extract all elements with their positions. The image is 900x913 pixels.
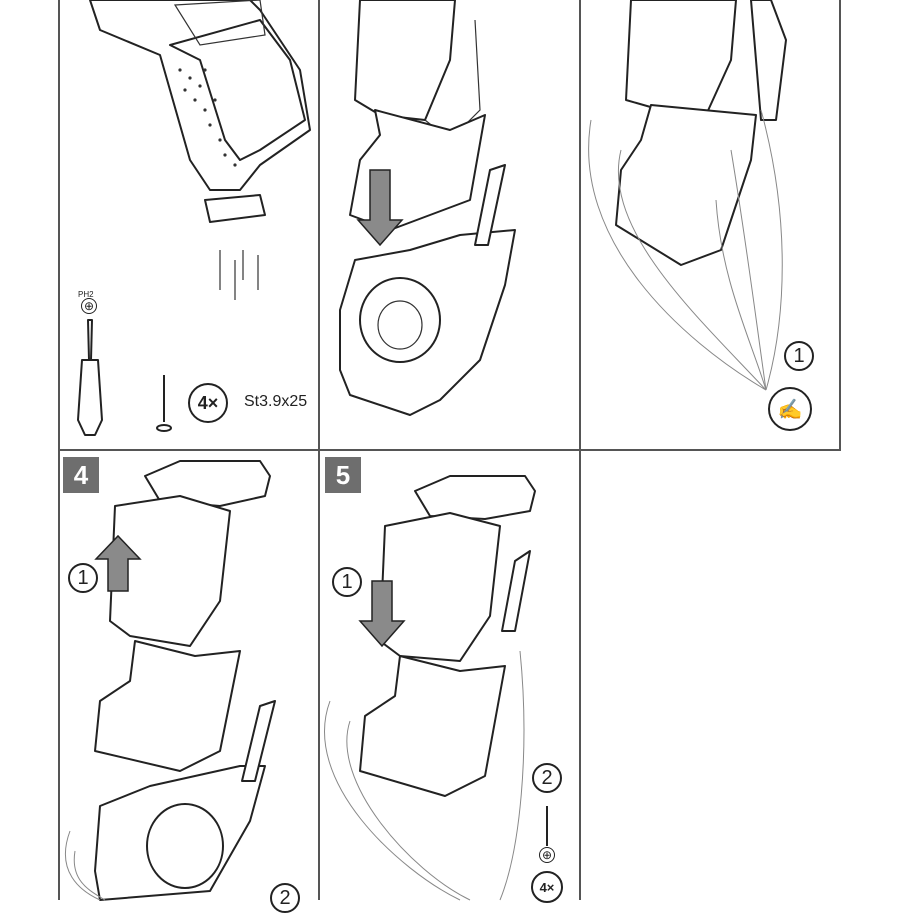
- armrest-drawing-1: [77, 0, 311, 436]
- armrest-drawing-4: [64, 460, 276, 901]
- arrow-up-icon: [94, 534, 142, 592]
- grid-line-right-top: [839, 0, 841, 450]
- panel-step-4: 4 1 2: [60, 451, 318, 913]
- grid-line-horizontal: [58, 449, 841, 451]
- arrow-down-icon: [358, 580, 406, 648]
- armrest-drawing-5: [324, 475, 548, 901]
- screw-count-badge: 4×: [188, 383, 228, 423]
- armrest-drawing-3: [588, 0, 787, 391]
- hand-tighten-icon: ✍: [768, 387, 812, 431]
- panel-step-5: 5 1 2 ⊕ 4×: [320, 451, 579, 903]
- screw-spec: St3.9x25: [244, 393, 308, 410]
- tool-label: PH2: [78, 290, 94, 299]
- callout-number-1: 1: [68, 563, 98, 593]
- panel-step-3: 1 ✍: [581, 0, 839, 449]
- arrow-down-icon: [356, 169, 404, 247]
- phillips-head-icon: ⊕: [81, 298, 97, 314]
- callout-number-1: 1: [784, 341, 814, 371]
- perforation-dots: [178, 68, 237, 167]
- callout-number-2: 2: [270, 883, 300, 913]
- panel-step-2: [320, 0, 579, 449]
- step-number-badge: 4: [63, 457, 99, 493]
- screw-count-badge: 4×: [531, 871, 563, 903]
- callout-number-1: 1: [332, 567, 362, 597]
- phillips-head-icon: ⊕: [539, 847, 555, 863]
- callout-number-2: 2: [532, 763, 562, 793]
- step-number-badge: 5: [325, 457, 361, 493]
- armrest-drawing-2: [339, 0, 516, 416]
- panel-step-1: PH2 ⊕ 4× St3.9x25: [60, 0, 318, 449]
